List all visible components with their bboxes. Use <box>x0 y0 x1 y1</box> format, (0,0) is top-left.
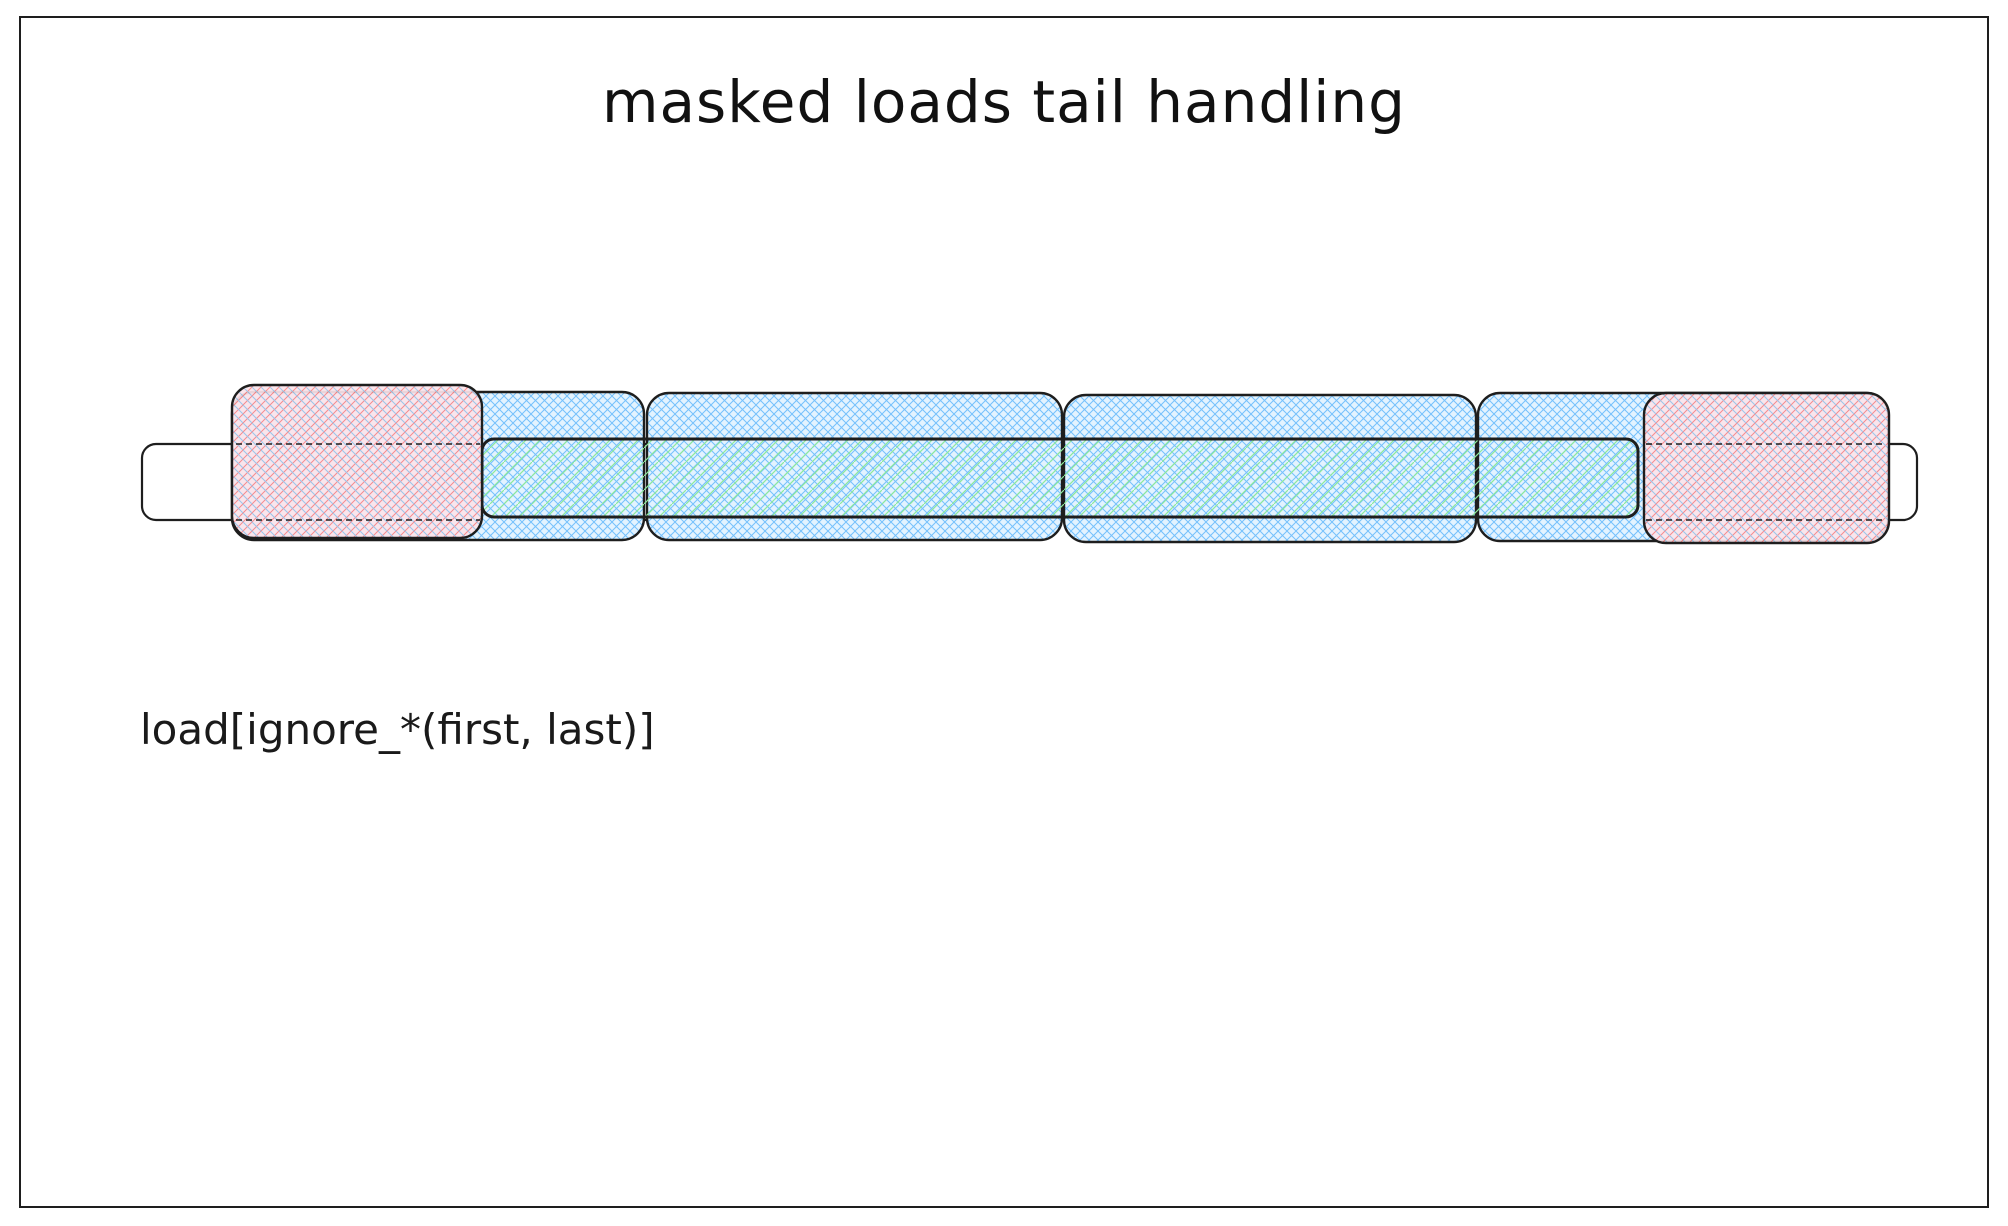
diagram-title: masked loads tail handling <box>602 68 1406 136</box>
code-caption: load[ignore_*(first, last)] <box>140 705 655 754</box>
valid-data-region <box>480 437 1640 519</box>
ignored-last-region <box>1642 391 1891 545</box>
ignored-first-region <box>230 383 484 540</box>
outer-frame <box>19 16 1989 1208</box>
